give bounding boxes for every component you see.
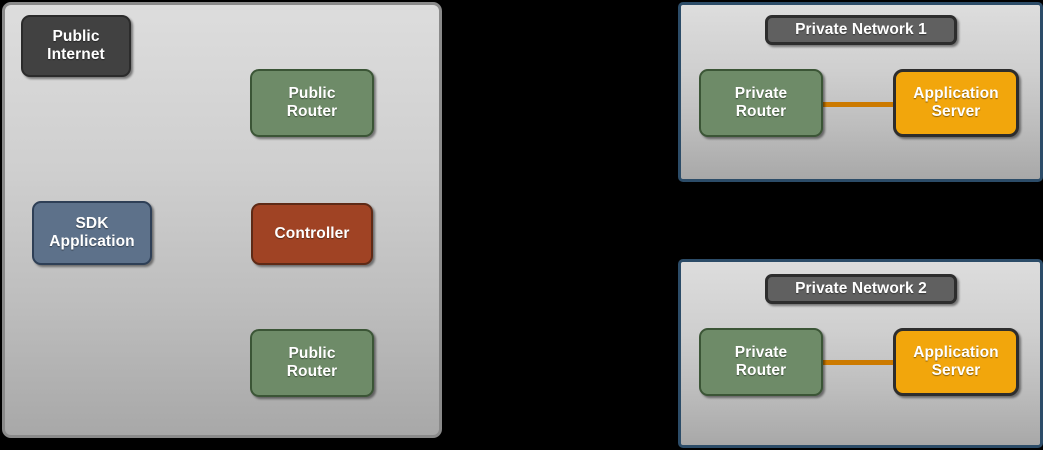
node-controller[interactable]: Controller (251, 203, 373, 265)
private-network-1-panel[interactable]: Private Network 1 Private Router Applica… (678, 2, 1043, 182)
private-network-2-panel[interactable]: Private Network 2 Private Router Applica… (678, 259, 1043, 448)
node-private-router-1[interactable]: Private Router (699, 69, 823, 137)
node-sdk-application[interactable]: SDK Application (32, 201, 152, 265)
node-private-router-2[interactable]: Private Router (699, 328, 823, 396)
node-application-server-1[interactable]: Application Server (893, 69, 1019, 137)
node-application-server-2[interactable]: Application Server (893, 328, 1019, 396)
link-router-to-appserver-2 (799, 360, 899, 365)
node-public-internet[interactable]: Public Internet (21, 15, 131, 77)
link-router-to-appserver-1 (799, 102, 899, 107)
private-network-2-title: Private Network 2 (765, 274, 957, 304)
node-public-router-top[interactable]: Public Router (250, 69, 374, 137)
node-public-router-bottom[interactable]: Public Router (250, 329, 374, 397)
public-network-panel[interactable]: Public Internet Public Router SDK Applic… (2, 2, 442, 438)
private-network-1-title: Private Network 1 (765, 15, 957, 45)
